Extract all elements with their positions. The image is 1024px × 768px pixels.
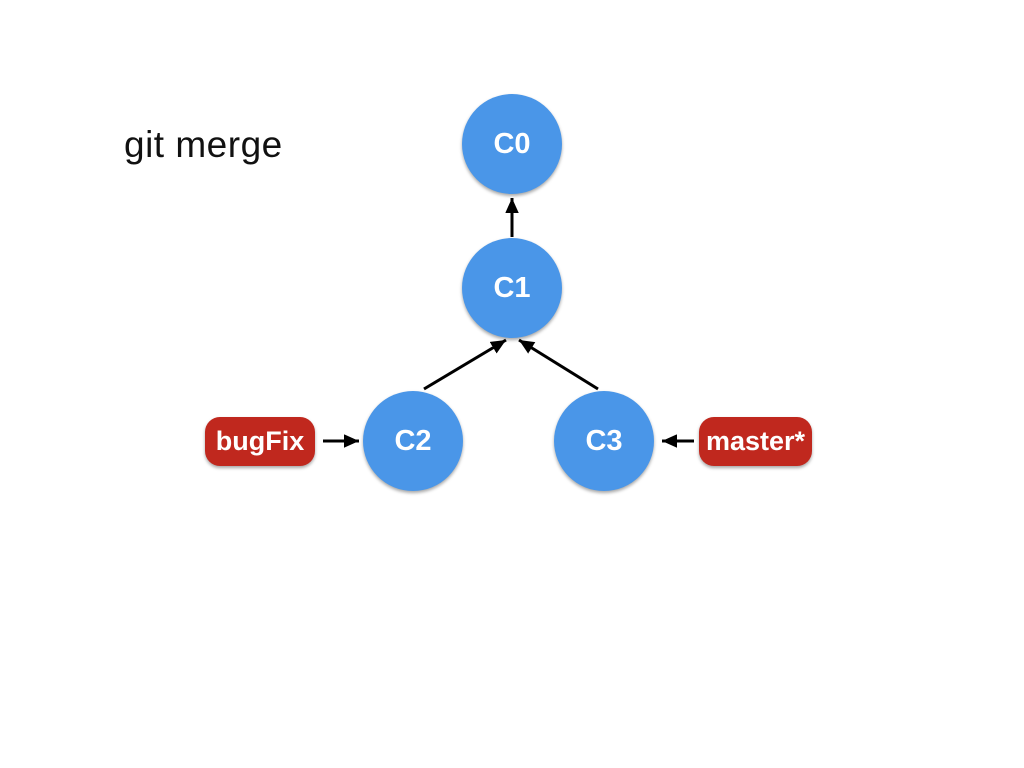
commit-node-c1: C1	[462, 238, 562, 338]
commit-node-c0: C0	[462, 94, 562, 194]
branch-label-text: bugFix	[215, 426, 305, 456]
commit-node-c3: C3	[554, 391, 654, 491]
branch-label-bugfix: bugFix	[205, 417, 315, 466]
commit-node-label: C1	[493, 271, 531, 304]
branch-label-master: master*	[699, 417, 812, 466]
commit-node-label: C3	[585, 424, 623, 457]
commit-node-label: C2	[394, 424, 432, 457]
edge-c2-to-c1	[423, 338, 507, 391]
commit-node-label: C0	[493, 127, 531, 160]
branch-label-text: master*	[705, 426, 806, 456]
edge-c3-to-c1	[518, 338, 599, 391]
slide-title: git merge	[124, 124, 283, 165]
commit-node-c2: C2	[363, 391, 463, 491]
